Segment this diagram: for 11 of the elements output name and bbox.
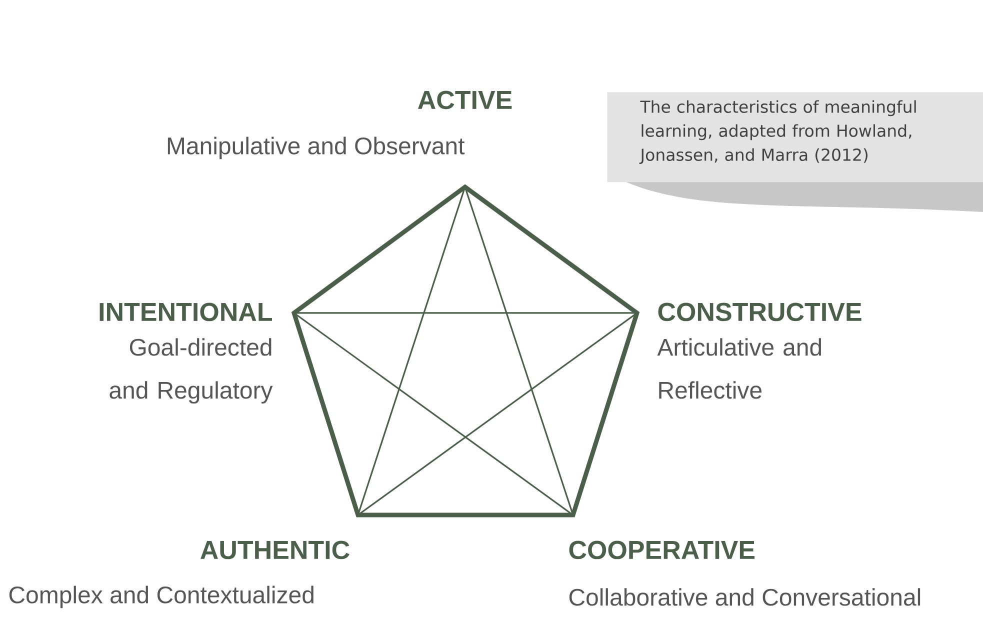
heading: INTENTIONAL xyxy=(100,302,272,322)
description: Collaborative and Conversational xyxy=(569,588,920,606)
note-box: The characteristics of meaningful learning, adapted from Howland, Jonassen, and Marra (2012) xyxy=(607,92,983,182)
description: Manipulative and Observant xyxy=(168,136,465,160)
heading: COOPERATIVE xyxy=(569,540,755,560)
heading: ACTIVE xyxy=(418,90,512,110)
heading: CONSTRUCTIVE xyxy=(658,302,862,322)
description: Goal-directed and Regulatory xyxy=(110,338,273,404)
description: Articulative and Reflective xyxy=(657,338,822,399)
heading: AUTHENTIC xyxy=(200,540,350,560)
description: Complex and Contextualized xyxy=(9,586,314,608)
